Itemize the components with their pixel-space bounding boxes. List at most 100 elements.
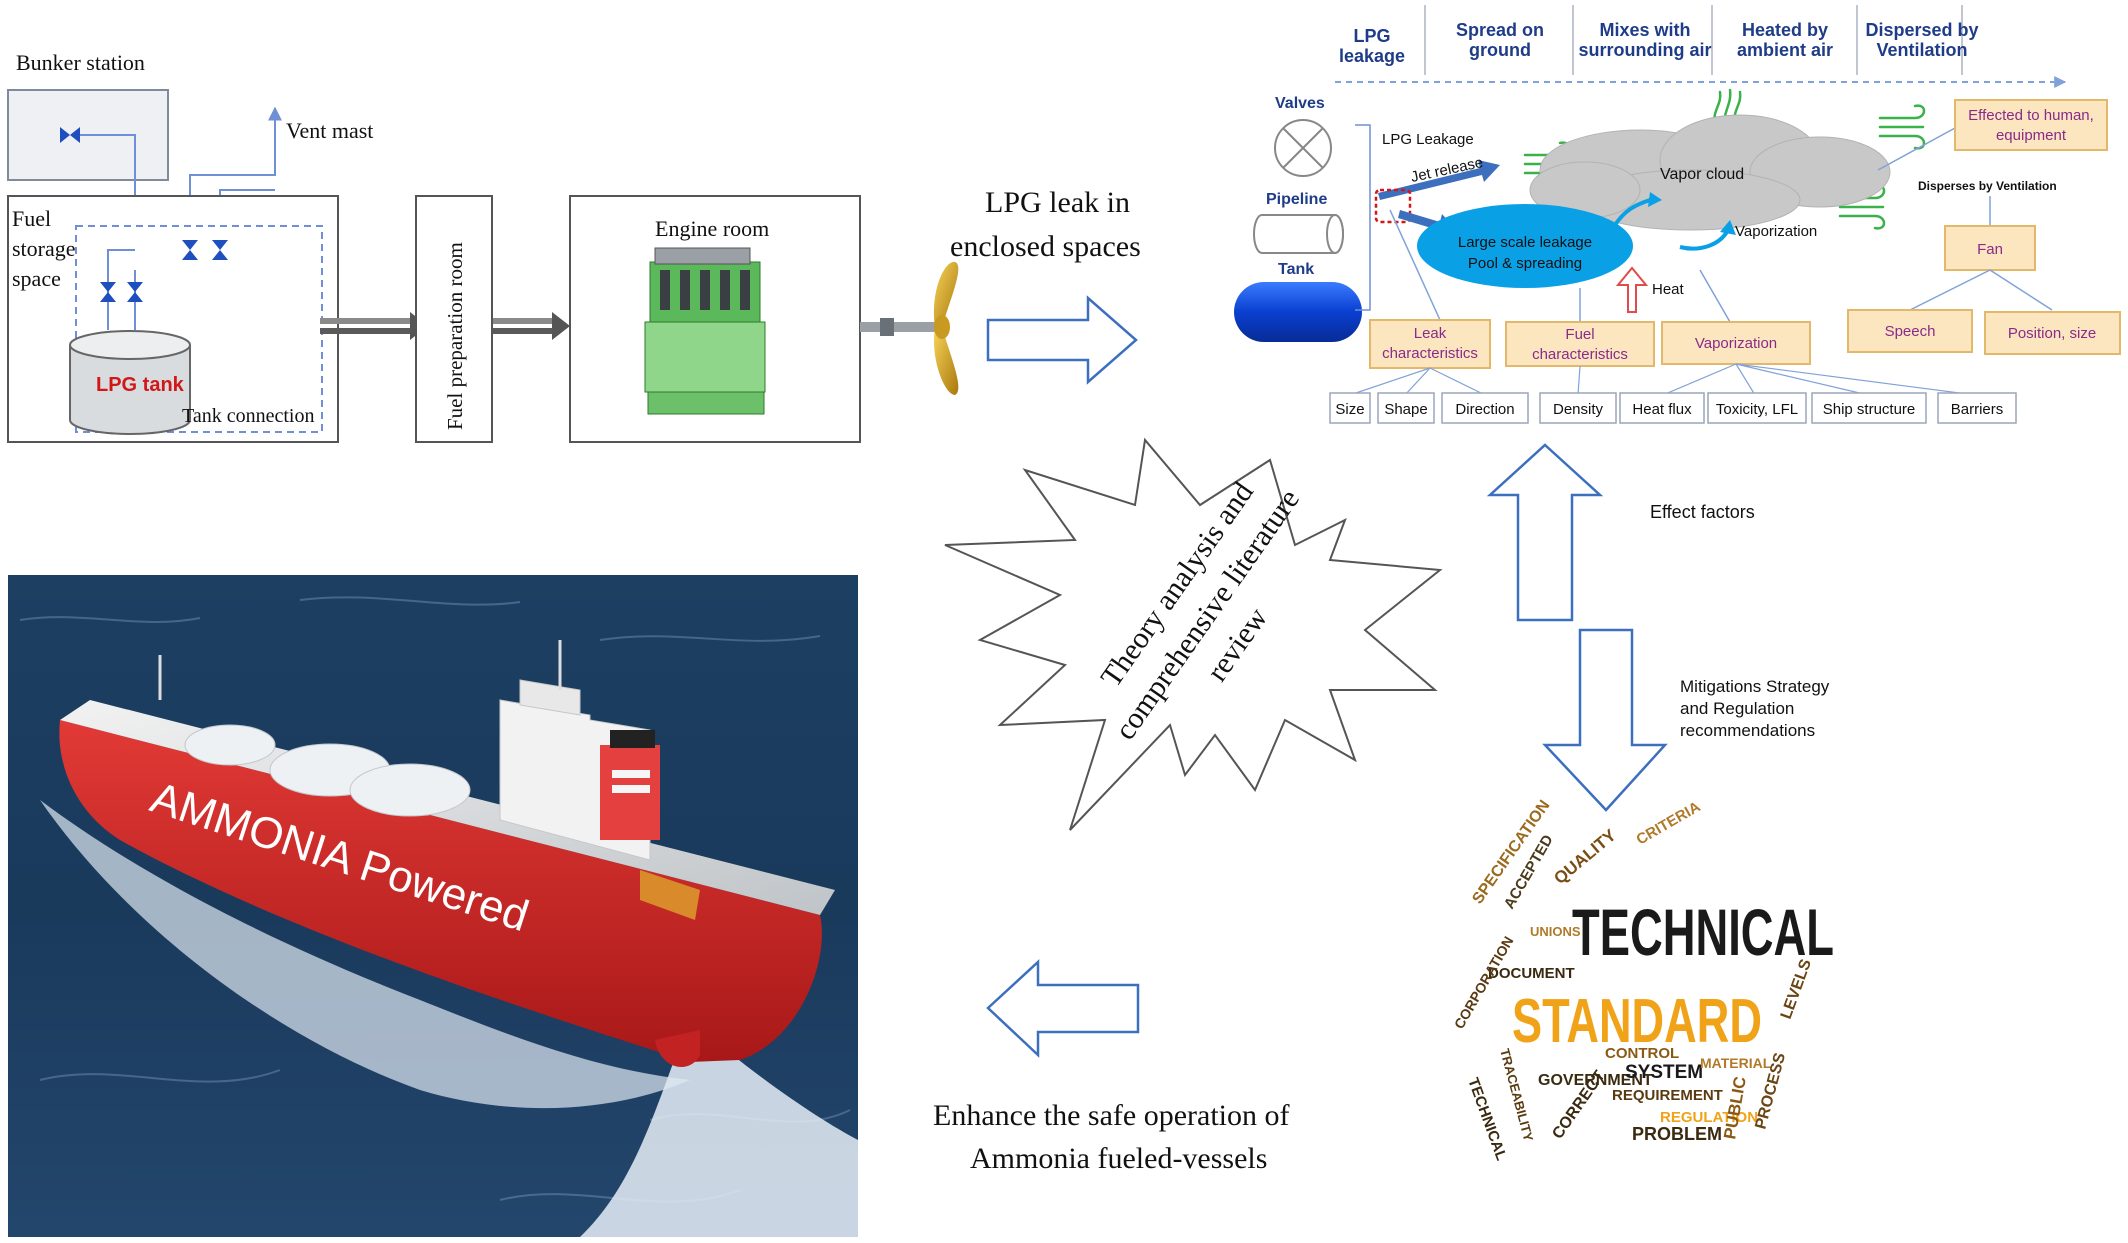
wc-word-document: DOCUMENT — [1488, 965, 1575, 982]
pipeline-icon — [1253, 214, 1344, 254]
ammonia-ship-photo: AMMONIA Powered — [8, 575, 858, 1237]
factor-barriers: Barriers — [1951, 401, 2004, 418]
stage-heated-2: ambient air — [1737, 40, 1833, 60]
wc-word-system: SYSTEM — [1625, 1062, 1703, 1083]
heat-label: Heat — [1652, 281, 1685, 298]
stage-spread-1: Spread on — [1456, 20, 1544, 40]
fuel-storage-label-1: Fuel — [12, 206, 51, 231]
pool-spreading — [1417, 204, 1633, 288]
wc-word-regulation: REGULATION — [1660, 1109, 1758, 1126]
stage-heated-1: Heated by — [1742, 20, 1828, 40]
wc-word-corporation: CORPORATION — [1451, 933, 1517, 1031]
fuel-characteristics-1: Fuel — [1565, 326, 1594, 343]
stage-header: LPG leakage Spread on ground Mixes with … — [1335, 5, 2067, 88]
position-size-box — [1984, 311, 2121, 355]
fuel-characteristics-2: characteristics — [1532, 346, 1628, 363]
leak-process-diagram: LPG leakage Spread on ground Mixes with … — [1234, 5, 2121, 424]
factor-boxes: Size Shape Direction Density Heat flux T… — [1329, 392, 2017, 424]
fuel-preparation-room-label: Fuel preparation room — [443, 242, 467, 430]
wc-word-unions: UNIONS — [1530, 924, 1581, 939]
factor-shape: Shape — [1384, 401, 1427, 418]
vaporization-label: Vaporization — [1735, 223, 1817, 240]
leak-characteristics-2: characteristics — [1382, 345, 1478, 362]
wc-word-government: GOVERNMENT — [1538, 1072, 1653, 1089]
down-arrow — [1542, 628, 1668, 812]
factor-toxicity: Toxicity, LFL — [1716, 401, 1798, 418]
fuel-storage-label-2: storage — [12, 236, 76, 261]
fan-label: Fan — [1977, 241, 2003, 258]
technical-standard-word-cloud: SPECIFICATION ACCEPTED QUALITY CRITERIA … — [1451, 797, 1834, 1163]
position-size-label: Position, size — [2008, 325, 2096, 342]
wc-word-criteria: CRITERIA — [1634, 798, 1704, 848]
valve-icon — [100, 240, 228, 302]
up-arrow — [1486, 443, 1604, 622]
vent-mast-label: Vent mast — [286, 118, 373, 143]
ship-superstructure — [158, 640, 700, 920]
pipeline-label: Pipeline — [1266, 191, 1327, 208]
engine-illustration — [644, 247, 766, 415]
heat-arrow — [1615, 266, 1649, 313]
left-arrow — [986, 959, 1140, 1058]
wc-word-traceability: TRACEABILITY — [1497, 1047, 1536, 1143]
stage-dispersed-1: Dispersed by — [1865, 20, 1978, 40]
disperses-by-ventilation-label: Disperses by Ventilation — [1918, 179, 2057, 193]
factor-density: Density — [1553, 401, 1604, 418]
vaporization-box — [1661, 321, 1811, 365]
pool-label-2: Pool & spreading — [1468, 255, 1582, 272]
factor-heat-flux: Heat flux — [1632, 401, 1692, 418]
leak-point-marker — [1374, 188, 1412, 224]
tank-connection-label: Tank connection — [182, 405, 314, 427]
wc-word-problem: PROBLEM — [1632, 1124, 1722, 1144]
wc-main-technical: TECHNICAL — [1572, 895, 1834, 969]
wc-main-standard: STANDARD — [1512, 987, 1762, 1056]
leak-characteristics-1: Leak — [1414, 325, 1447, 342]
engine-room-label: Engine room — [655, 216, 769, 241]
tank-label: Tank — [1278, 261, 1314, 278]
vapor-cloud-label: Vapor cloud — [1660, 166, 1744, 183]
starburst-callout: Theory analysis and comprehensive litera… — [944, 437, 1443, 831]
factor-size: Size — [1335, 401, 1364, 418]
speech-label: Speech — [1885, 323, 1936, 340]
leak-title-line1: LPG leak in — [985, 186, 1130, 219]
factor-ship-structure: Ship structure — [1823, 401, 1916, 418]
effected-box — [1954, 99, 2108, 151]
lpg-tank — [69, 330, 191, 435]
valves-label: Valves — [1275, 95, 1325, 112]
fan-box — [1944, 225, 2036, 271]
stage-spread-2: ground — [1469, 40, 1531, 60]
lpg-leakage-label: LPG Leakage — [1382, 131, 1474, 148]
wc-word-public: PUBLIC — [1720, 1075, 1750, 1141]
stage-mixes-2: surrounding air — [1578, 40, 1711, 60]
enhance-line1: Enhance the safe operation of — [933, 1099, 1290, 1132]
ship-hull — [59, 720, 822, 1062]
fuel-preparation-room-box — [415, 195, 493, 443]
pool-label-1: Large scale leakage — [1458, 234, 1592, 251]
stage-dispersed-2: Ventilation — [1876, 40, 1967, 60]
right-arrow — [986, 295, 1138, 385]
bunker-station-label: Bunker station — [16, 50, 145, 75]
mitigation-label-1: Mitigations Strategy — [1680, 677, 1830, 696]
vaporization-arrow — [1613, 198, 1651, 227]
vapor-cloud — [1529, 114, 1891, 231]
effected-label-2: equipment — [1996, 127, 2067, 144]
wc-word-control: CONTROL — [1605, 1045, 1679, 1062]
wc-word-requirement: REQUIREMENT — [1612, 1087, 1723, 1104]
bunker-valve-icon — [60, 127, 80, 143]
vaporization-box-label: Vaporization — [1695, 335, 1777, 352]
effected-label-1: Effected to human, — [1968, 107, 2094, 124]
effect-factors-label: Effect factors — [1650, 502, 1755, 522]
stage-lpg-leakage-2: leakage — [1339, 46, 1405, 66]
speech-box — [1847, 309, 1973, 353]
fuel-storage-label-3: space — [12, 266, 61, 291]
stage-lpg-leakage-1: LPG — [1353, 26, 1390, 46]
lpg-tank-label: LPG tank — [96, 374, 185, 396]
wc-word-quality: QUALITY — [1550, 825, 1620, 888]
mitigation-label-3: recommendations — [1680, 721, 1815, 740]
wc-word-material: MATERIAL — [1700, 1055, 1772, 1071]
fuel-system-diagram: Bunker station Vent mast Fuel storage sp… — [7, 50, 959, 443]
leak-title-line2: enclosed spaces — [950, 230, 1141, 263]
leak-characteristics-box — [1369, 319, 1491, 369]
source-bracket — [1355, 124, 1371, 311]
fuel-characteristics-box — [1505, 321, 1655, 367]
propeller-icon — [860, 261, 959, 395]
